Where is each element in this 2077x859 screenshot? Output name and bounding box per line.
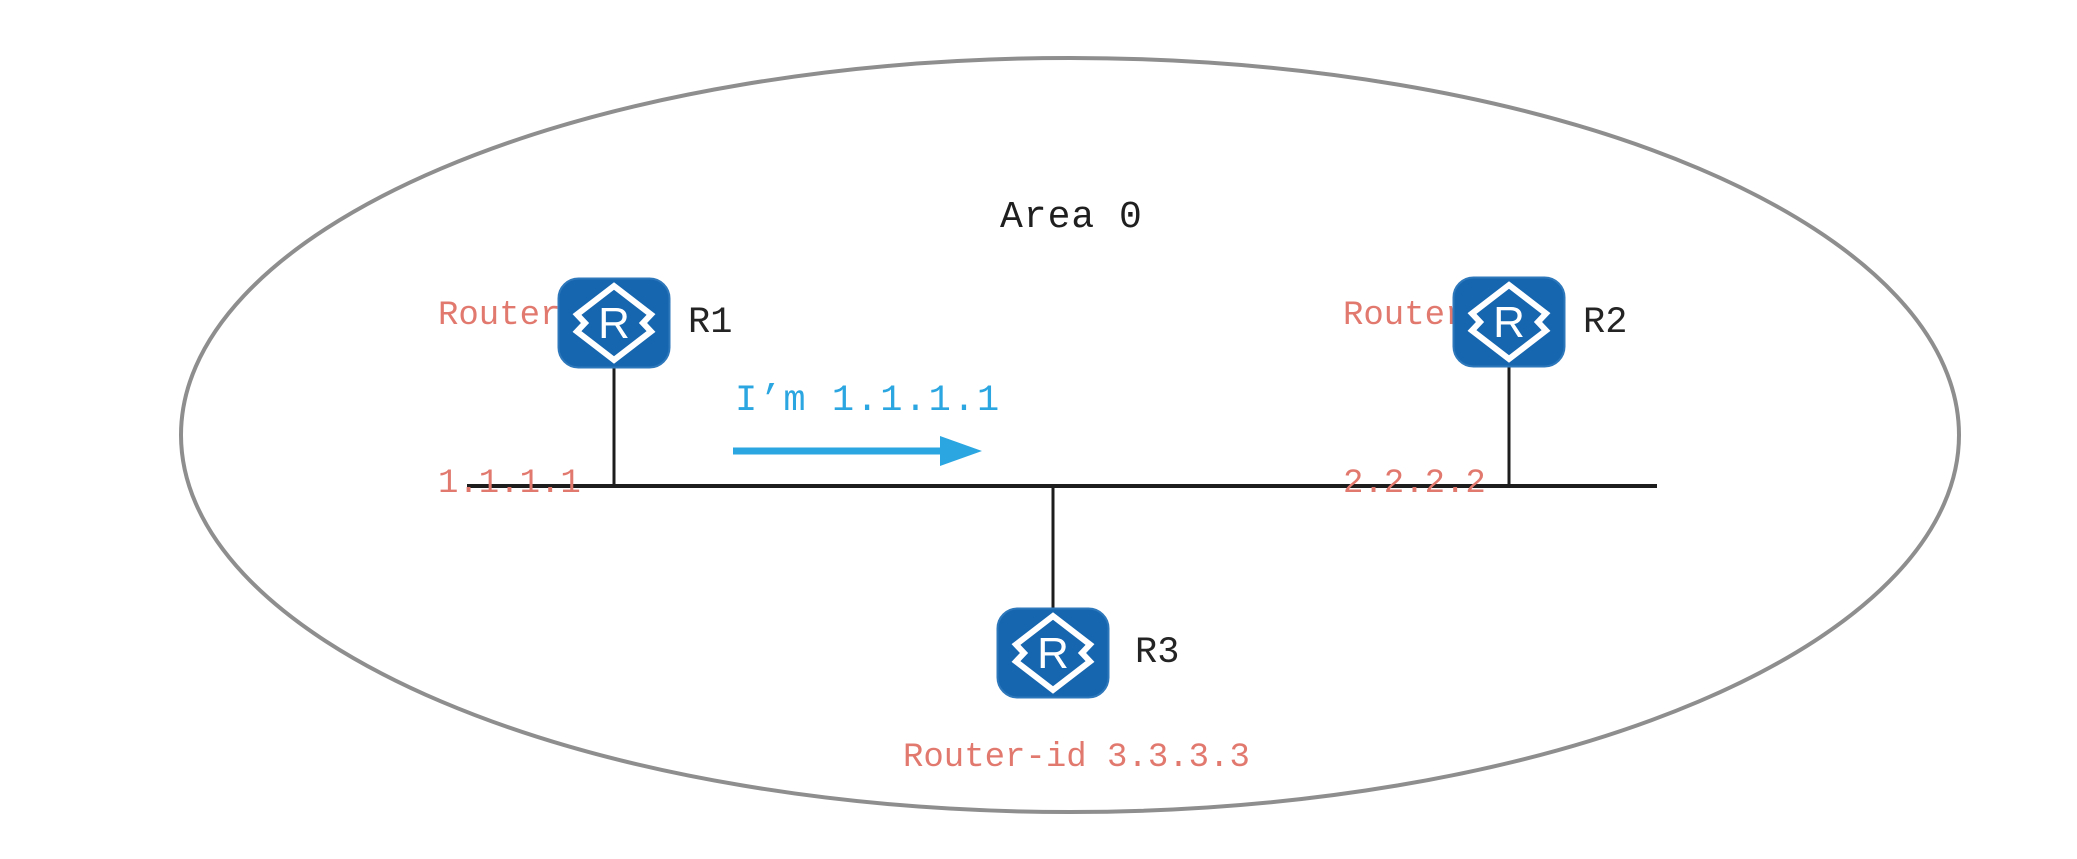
router-letter: R	[1037, 629, 1069, 678]
area-title: Area 0	[1000, 196, 1143, 239]
r3-name-label: R3	[1135, 632, 1180, 674]
hello-arrow-icon	[733, 436, 982, 466]
router-diamond-glyph	[1467, 281, 1551, 363]
r3-router-id-caption: Router-id 3.3.3.3	[903, 739, 1250, 777]
hello-message-text: I’m 1.1.1.1	[735, 380, 1002, 422]
area-boundary-ellipse	[179, 56, 1961, 814]
r1-router-id-caption-line2: 1.1.1.1	[438, 465, 581, 503]
router-icon: R	[996, 607, 1110, 699]
router-diamond-glyph	[1011, 612, 1095, 694]
r2-router-id-caption-line2: 2.2.2.2	[1343, 465, 1486, 503]
router-diamond-glyph	[572, 282, 656, 364]
router-letter: R	[1493, 298, 1525, 347]
router-icon: R	[557, 277, 671, 369]
r2-name-label: R2	[1583, 302, 1628, 344]
router-icon: R	[1452, 276, 1566, 368]
r1-name-label: R1	[688, 302, 733, 344]
r2-router-id-caption: Router-id 2.2.2.2	[1343, 176, 1527, 624]
r1-router-id-caption: Router-id 1.1.1.1	[438, 176, 622, 624]
router-letter: R	[598, 299, 630, 348]
